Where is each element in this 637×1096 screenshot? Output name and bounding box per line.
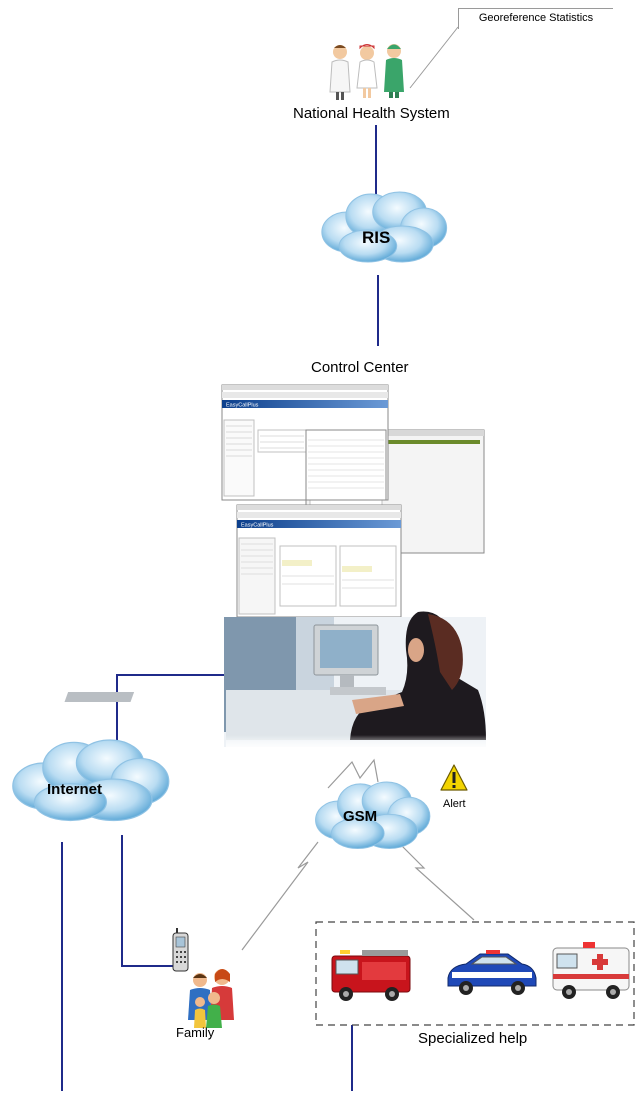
screen-window-4: EasyCallPlus <box>236 504 402 618</box>
wireless-links <box>241 758 475 951</box>
nurse-icon <box>356 44 378 98</box>
ambulance-icon <box>552 942 630 999</box>
medical-staff <box>329 44 404 100</box>
fire-truck-icon <box>331 950 411 1001</box>
operator-icon <box>64 611 486 749</box>
internet-label: Internet <box>47 781 103 798</box>
family-icon <box>188 969 234 1028</box>
screen-app-title: EasyCallPlus <box>226 403 259 409</box>
national-health-system-label: National Health System <box>293 105 450 122</box>
georeference-statistics-callout: Georeference Statistics <box>458 8 613 29</box>
wireless-gsm-help <box>397 841 475 921</box>
screen-app-title-2: EasyCallPlus <box>241 523 274 529</box>
control-center-screens: EasyCallPlus <box>221 384 485 618</box>
mobile-phone-icon <box>172 928 189 972</box>
specialized-help-label: Specialized help <box>418 1030 528 1047</box>
control-center-label: Control Center <box>311 359 409 376</box>
surgeon-icon <box>384 44 404 98</box>
family-label: Family <box>176 1025 215 1040</box>
ris-cloud <box>321 191 448 263</box>
link-control-internet <box>116 674 226 758</box>
doctor-icon <box>329 45 351 100</box>
specialized-help-box <box>315 921 635 1026</box>
alert-icon <box>440 764 468 791</box>
link-internet-family <box>121 835 174 967</box>
callout-leader <box>409 26 459 89</box>
screen-window-2 <box>305 429 387 501</box>
alert-label: Alert <box>443 798 466 810</box>
wireless-gsm-family <box>241 841 319 951</box>
police-car-icon <box>447 950 537 995</box>
wireless-gsm-control <box>327 758 379 789</box>
connection-lines <box>61 125 379 1091</box>
gsm-label: GSM <box>343 808 378 825</box>
ris-label: RIS <box>362 228 391 247</box>
